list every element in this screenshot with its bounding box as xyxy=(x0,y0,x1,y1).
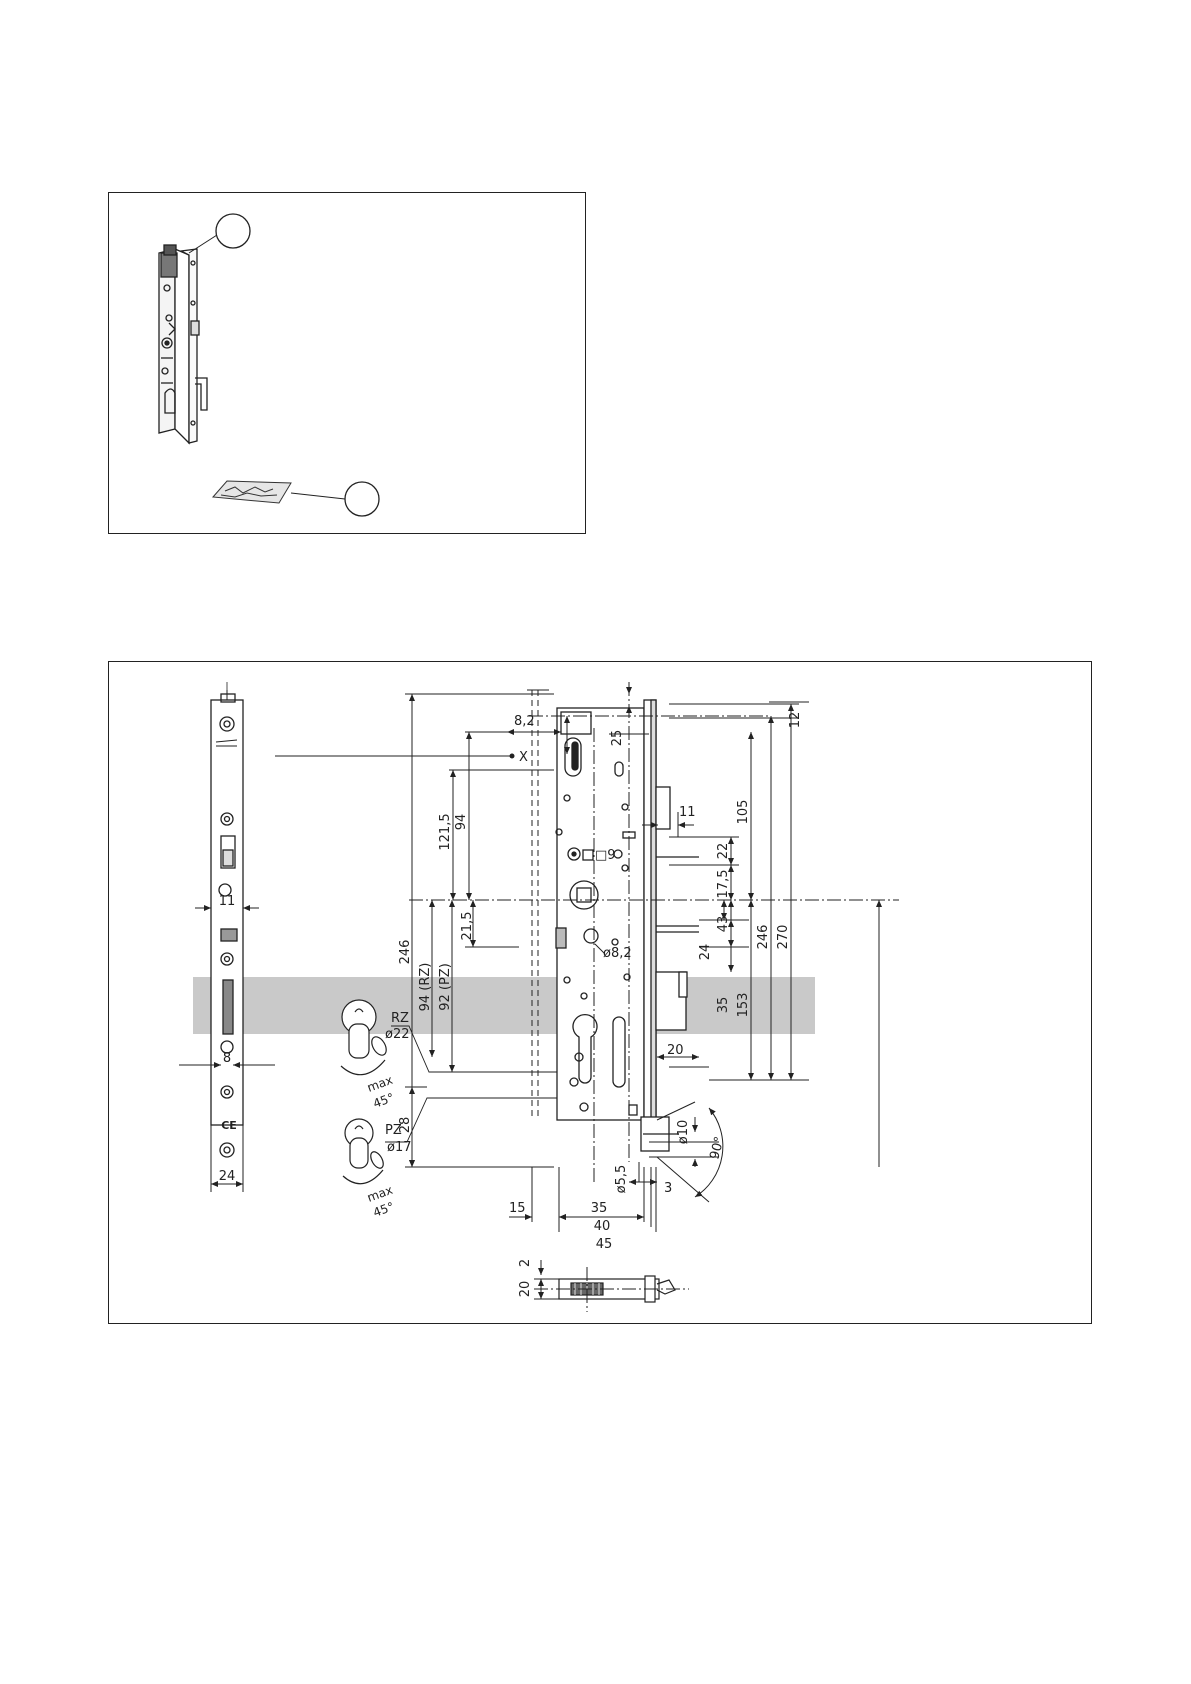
dim-35-right: 35 xyxy=(716,997,731,1014)
callout-1-leader xyxy=(189,235,217,253)
dim-270: 270 xyxy=(776,925,791,950)
dimension-drawing: CE 11 8 24 RZ xyxy=(109,662,1093,1325)
dim-94-rz: 94 (RZ) xyxy=(418,963,433,1012)
dim-8-2: 8,2 xyxy=(514,714,535,729)
lock-overview-illustration xyxy=(109,193,587,535)
screw-bag-illustration xyxy=(213,481,291,503)
dia-8-2-label: ø8,2 xyxy=(603,946,632,961)
callout-circle-2 xyxy=(345,482,379,516)
faceplate-front-view xyxy=(149,682,243,1157)
dim-21-5: 21,5 xyxy=(460,912,475,941)
scope-of-delivery-frame xyxy=(108,192,586,534)
callout-circle-1 xyxy=(216,214,250,248)
dim-43: 43 xyxy=(716,916,731,933)
dim-45: 45 xyxy=(596,1237,613,1252)
x-point-marker xyxy=(510,754,515,759)
dim-12: 12 xyxy=(788,712,803,729)
rz-label: RZ xyxy=(391,1011,409,1026)
dim-153: 153 xyxy=(736,993,751,1018)
dim-left-246: 246 xyxy=(398,940,413,965)
dim-92-pz: 92 (PZ) xyxy=(438,963,453,1011)
ce-mark: CE xyxy=(221,1119,237,1132)
dim-22: 22 xyxy=(716,843,731,860)
dim-17-5: 17,5 xyxy=(716,870,731,899)
rz-angle: 45° xyxy=(371,1090,396,1110)
dim-front-11: 11 xyxy=(219,894,236,909)
dim-15: 15 xyxy=(509,1201,526,1216)
callout-2-leader xyxy=(291,493,345,499)
dim-28: 28 xyxy=(398,1117,413,1134)
mortise-lock-3d xyxy=(159,245,207,443)
dim-121-5: 121,5 xyxy=(438,813,453,850)
dim-front-8: 8 xyxy=(223,1051,231,1066)
dim-25: 25 xyxy=(610,730,625,747)
angle-90-label: 90° xyxy=(707,1135,727,1161)
pz-cylinder-profile xyxy=(343,1119,386,1184)
square-9-label: □9 xyxy=(595,848,616,863)
dim-24: 24 xyxy=(698,944,713,961)
lock-case-side-view xyxy=(527,690,699,1151)
dim-plan-20: 20 xyxy=(518,1281,533,1298)
dimension-drawing-frame: CE 11 8 24 RZ xyxy=(108,661,1092,1324)
dim-3: 3 xyxy=(664,1181,672,1196)
dim-40: 40 xyxy=(594,1219,611,1234)
rz-diameter: ø22 xyxy=(385,1027,410,1042)
dim-246-right: 246 xyxy=(756,925,771,950)
dim-front-24: 24 xyxy=(219,1169,236,1184)
dim-94: 94 xyxy=(454,814,469,831)
dim-plan-2: 2 xyxy=(518,1259,533,1267)
dia-10-label: ø10 xyxy=(676,1120,691,1145)
dim-105: 105 xyxy=(736,800,751,825)
bottom-dimension-lines xyxy=(509,1167,656,1232)
plan-view xyxy=(534,1260,689,1312)
x-label: X xyxy=(519,750,528,765)
dim-35-bottom: 35 xyxy=(591,1201,608,1216)
dim-11: 11 xyxy=(679,805,696,820)
dim-20: 20 xyxy=(667,1043,684,1058)
dia-5-5-label: ø5,5 xyxy=(614,1165,629,1194)
